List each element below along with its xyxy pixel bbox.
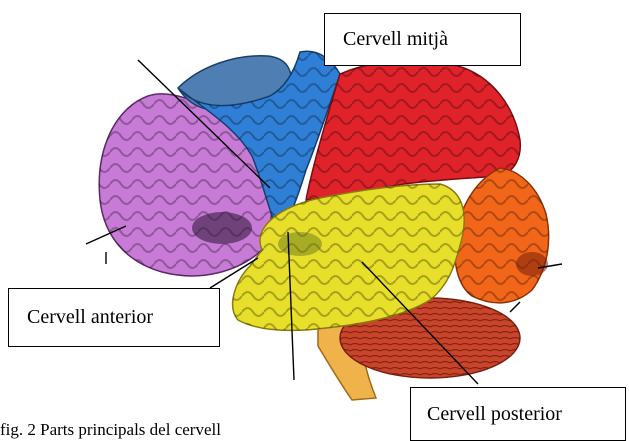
- label-midbrain-text: Cervell mitjà: [343, 28, 448, 51]
- label-hindbrain-text: Cervell posterior: [427, 403, 562, 426]
- label-forebrain-text: Cervell anterior: [27, 306, 153, 329]
- label-midbrain: Cervell mitjà: [324, 13, 521, 66]
- posterior-orange-region: [455, 168, 549, 303]
- label-forebrain: Cervell anterior: [8, 288, 220, 347]
- label-hindbrain: Cervell posterior: [410, 387, 626, 441]
- figure-caption: fig. 2 Parts principals del cervell: [0, 420, 405, 440]
- pointer-line-right-2: [510, 302, 520, 312]
